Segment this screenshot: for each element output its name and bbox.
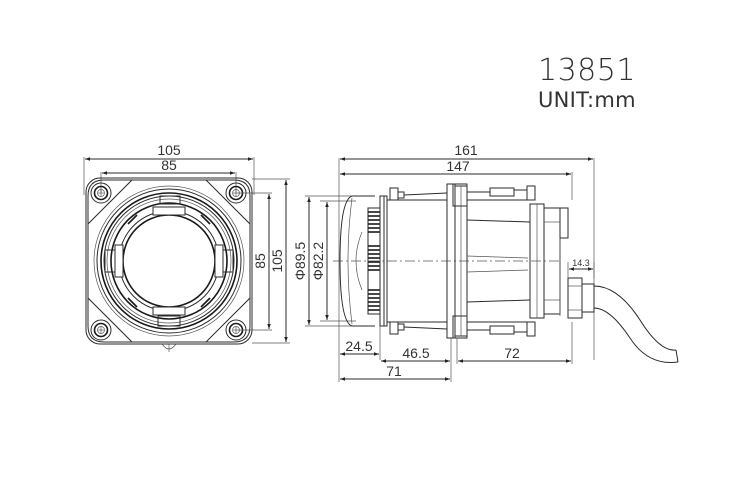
dim-lens-outer-diameter: Φ89.5 [292, 242, 308, 281]
dim-front-width-105: 105 [157, 142, 181, 158]
dim-lens-depth-24-5: 24.5 [345, 338, 372, 354]
dim-lens-inner-diameter: Φ82.2 [310, 242, 326, 281]
dim-overall-length-161: 161 [454, 142, 478, 158]
unit-label: UNIT:mm [538, 88, 636, 112]
mounting-flange [446, 183, 468, 339]
body-cylinder [387, 187, 448, 335]
part-number: 13851 [538, 53, 636, 88]
dim-front-height-105: 105 [269, 249, 285, 273]
title-block: 13851 UNIT:mm [538, 56, 636, 111]
corner-ears [87, 179, 251, 343]
mounting-screw-bl [90, 319, 112, 341]
front-view: 105 85 [83, 142, 290, 352]
dim-front-hole-height-85: 85 [252, 253, 268, 269]
mounting-screw-tl [90, 182, 112, 204]
dim-body-length-147: 147 [446, 158, 470, 174]
dim-heatsink-46-5: 46.5 [402, 345, 429, 361]
side-view: 161 147 Φ89.5 Φ82.2 [292, 142, 679, 382]
dim-front-to-flange-71: 71 [386, 363, 402, 379]
dim-connector-14-3: 14.3 [572, 258, 590, 268]
dim-rear-72: 72 [504, 345, 520, 361]
front-lens-rings [93, 185, 245, 337]
cable-connector [567, 277, 679, 363]
lens [339, 195, 375, 327]
dim-front-hole-width-85: 85 [161, 157, 177, 173]
rear-housing [466, 185, 569, 337]
